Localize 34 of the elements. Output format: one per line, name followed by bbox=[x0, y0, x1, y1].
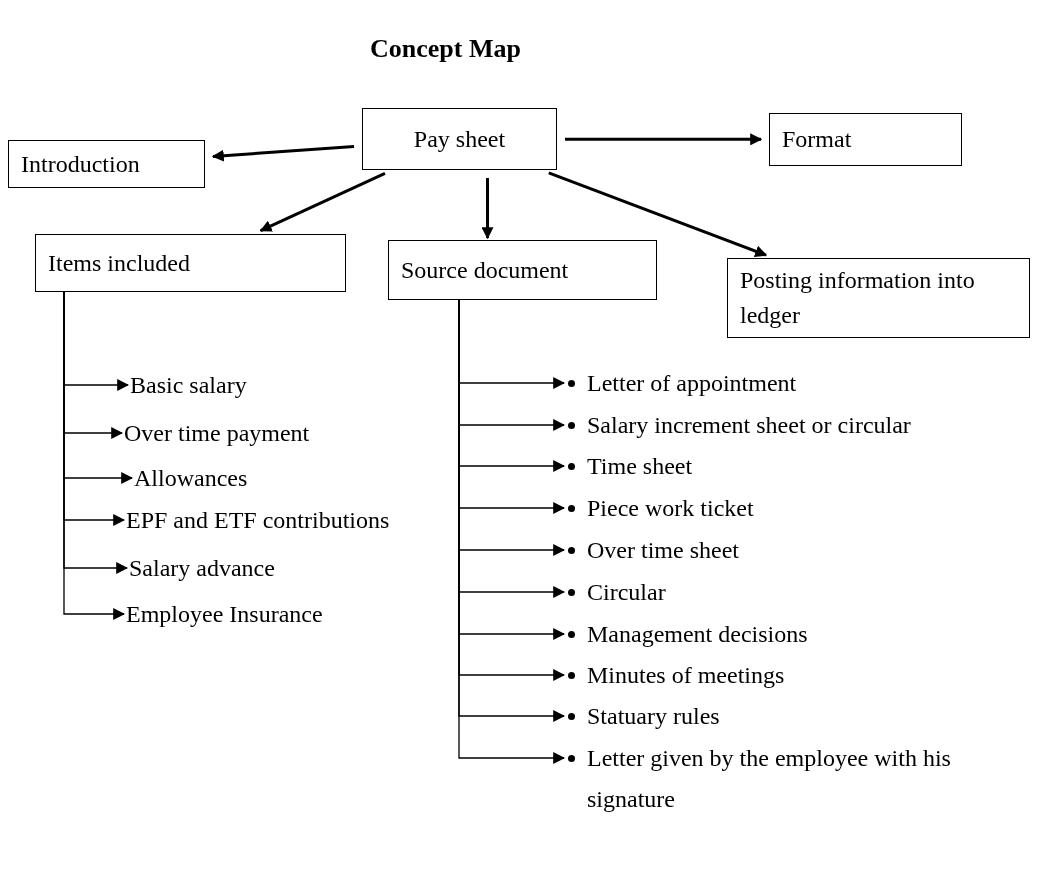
concept-box bbox=[727, 258, 1030, 338]
list-item-text: Minutes of meetings bbox=[587, 661, 785, 690]
box-label: Format bbox=[782, 125, 852, 155]
list-item-text: Time sheet bbox=[587, 452, 693, 481]
diagram-title: Concept Map bbox=[370, 34, 521, 64]
box-label: Pay sheet bbox=[413, 124, 506, 154]
arrow bbox=[565, 133, 763, 146]
concept-box bbox=[8, 140, 205, 188]
list-item-text: Allowances bbox=[134, 464, 248, 493]
list-item-text: Basic salary bbox=[130, 371, 247, 400]
arrow bbox=[259, 172, 386, 232]
list-item-text: EPF and ETF contributions bbox=[126, 506, 390, 535]
arrow bbox=[211, 144, 355, 162]
list-item-text: Letter given by the employee with his signature bbox=[587, 744, 952, 814]
list-item-text: Letter of appointment bbox=[587, 369, 797, 398]
list-item-text: Management decisions bbox=[587, 620, 808, 649]
list-item-text: Over time sheet bbox=[587, 536, 739, 565]
concept-box bbox=[388, 240, 657, 300]
list-item-text: Circular bbox=[587, 578, 666, 607]
concept-box bbox=[35, 234, 346, 292]
list-item-text: Piece work ticket bbox=[587, 494, 754, 523]
box-label: Posting information into ledger bbox=[740, 266, 976, 330]
list-item-text: Salary increment sheet or circular bbox=[587, 411, 911, 440]
list-item-text: Employee Insurance bbox=[126, 600, 323, 629]
arrow bbox=[481, 178, 494, 240]
arrow bbox=[548, 171, 768, 257]
box-label: Introduction bbox=[21, 149, 140, 179]
concept-box bbox=[769, 113, 962, 166]
list-item-text: Statuary rules bbox=[587, 702, 720, 731]
list-item-text: Over time payment bbox=[124, 419, 310, 448]
list-item-text: Salary advance bbox=[129, 554, 275, 583]
box-label: Source document bbox=[401, 255, 569, 285]
box-label: Items included bbox=[48, 248, 190, 278]
concept-box bbox=[362, 108, 557, 170]
